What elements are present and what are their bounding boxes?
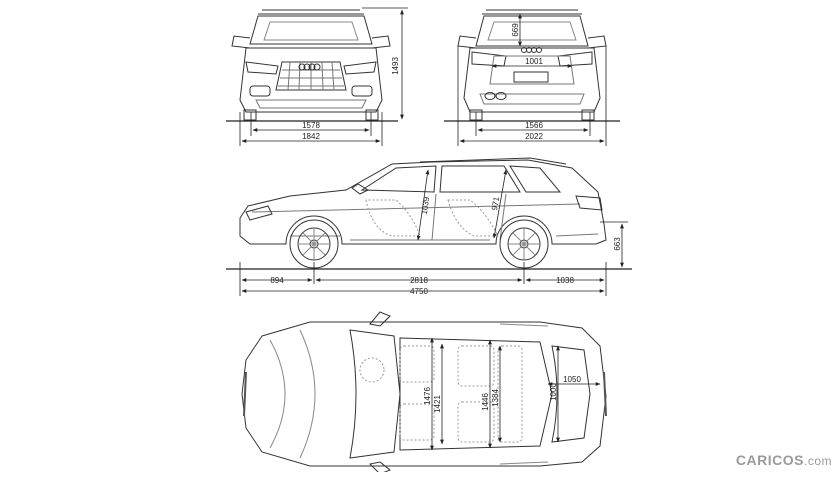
dim-length: 4750 (410, 287, 428, 296)
dim-rear-track: 1566 (525, 121, 543, 130)
dim-cargo-length: 1050 (563, 375, 581, 384)
rear-track-dimension (475, 112, 591, 136)
front-track-dimension (250, 112, 372, 136)
dim-front-elbow: 1421 (433, 395, 442, 413)
dim-load-sill: 663 (613, 237, 622, 251)
watermark: CARICOS.com (736, 452, 832, 468)
dim-rear-headroom: 971 (490, 196, 501, 211)
top-view-dimensions (430, 337, 601, 451)
dim-front-headroom: 1039 (420, 196, 431, 215)
top-view (241, 311, 607, 475)
dim-rear-mirror-width: 2022 (525, 132, 543, 141)
dim-front-track: 1578 (302, 121, 320, 130)
dim-rear-overhang: 1038 (556, 276, 574, 285)
load-sill-dimension (600, 221, 628, 268)
side-horizontal-dimensions (239, 262, 607, 296)
rear-headroom-dimension (492, 169, 508, 239)
dim-front-shoulder: 1476 (423, 387, 432, 405)
dim-rear-shoulder: 1446 (481, 393, 490, 411)
watermark-tld: .com (803, 454, 832, 468)
rear-mirror-width-dimension (457, 46, 607, 146)
front-headroom-dimension (416, 169, 430, 241)
front-height-dimension (362, 7, 408, 120)
front-view (231, 9, 391, 121)
dim-rear-elbow: 1384 (491, 389, 500, 407)
dim-height: 1493 (391, 57, 400, 75)
watermark-brand: CARICOS (735, 452, 804, 468)
dim-width: 1842 (302, 132, 320, 141)
dim-front-overhang: 894 (270, 276, 284, 285)
dim-rear-upper: 669 (511, 23, 520, 37)
dim-rear-hatch-width: 1001 (525, 57, 543, 66)
dim-cargo-width: 1000 (549, 383, 558, 401)
dim-wheelbase: 2818 (410, 276, 428, 285)
width-dimension (239, 112, 383, 146)
